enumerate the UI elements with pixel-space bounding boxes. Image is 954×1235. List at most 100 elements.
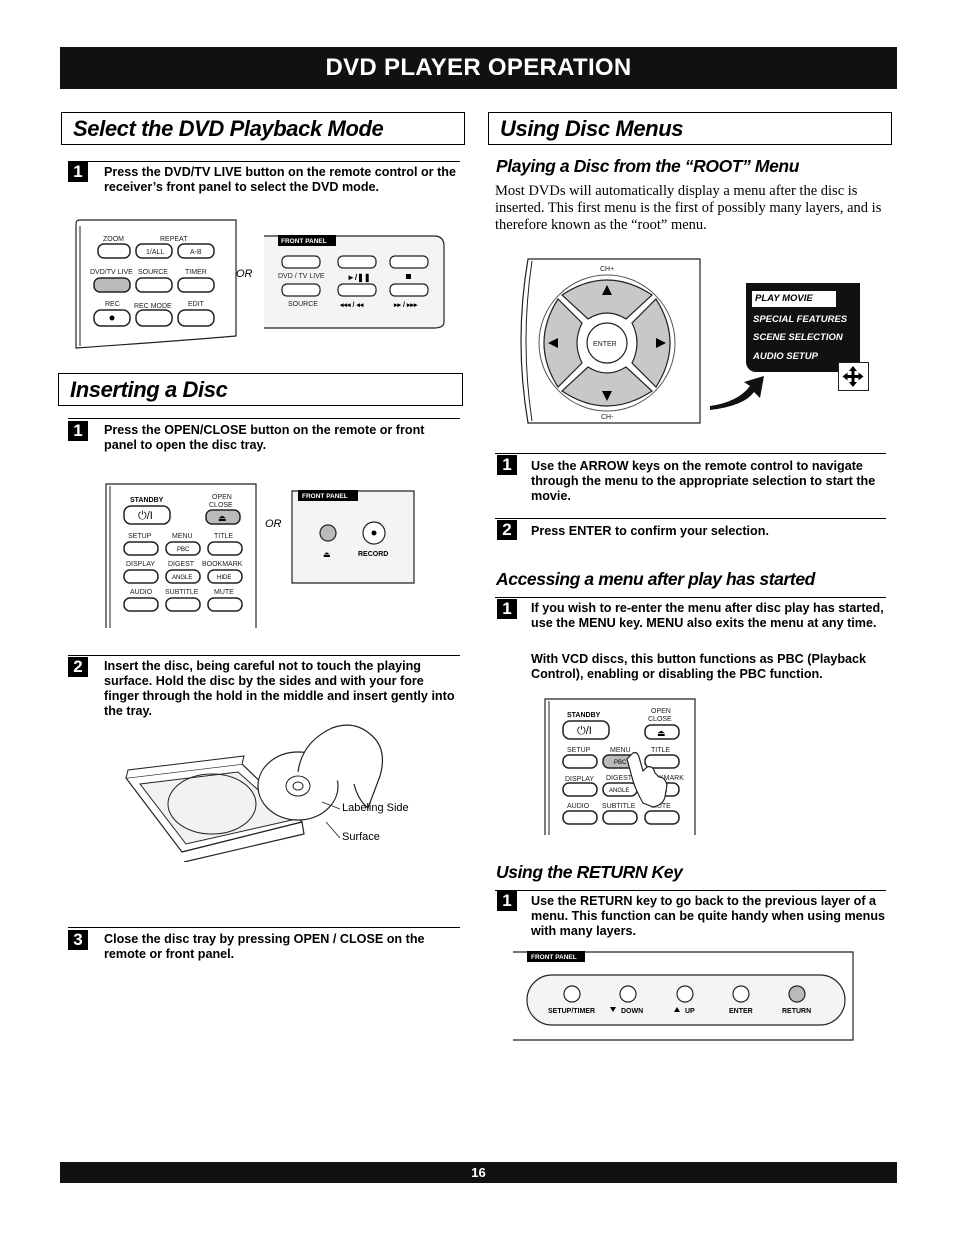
standby-label: STANDBY — [567, 712, 601, 719]
step-text: Press the DVD/TV LIVE button on the remo… — [104, 165, 456, 194]
subheading-root-menu: Playing a Disc from the “ROOT” Menu — [496, 156, 799, 176]
dvdtv-label: DVD/TV LIVE — [90, 269, 133, 276]
step-text: Use the ARROW keys on the remote control… — [531, 459, 876, 503]
mute-button — [207, 597, 243, 612]
bookmark-hide-button — [207, 569, 243, 584]
front-panel-tag — [278, 235, 336, 246]
up-triangle-icon — [674, 1007, 680, 1012]
menu-label: MENU — [172, 533, 193, 540]
power-icon: ⏻/I — [577, 725, 592, 737]
display-label: DISPLAY — [565, 776, 594, 783]
step-rule — [495, 453, 886, 454]
standby-button — [562, 720, 610, 740]
eject-icon: ⏏ — [657, 728, 666, 738]
up-label: UP — [685, 1008, 695, 1015]
step-text: Use the RETURN key to go back to the pre… — [531, 894, 886, 938]
front-panel-tag-text: FRONT PANEL — [302, 493, 348, 500]
stop-icon — [406, 274, 411, 279]
setup-button — [562, 754, 598, 769]
down-label: DOWN — [621, 1008, 643, 1015]
front-panel-tag — [298, 490, 358, 501]
right-arrow-icon — [656, 338, 666, 348]
section-select-mode: Select the DVD Playback Mode — [61, 112, 465, 145]
return-panel-button — [788, 985, 806, 1003]
audio-label: AUDIO — [567, 803, 590, 810]
enter-panel-button — [732, 985, 750, 1003]
front-panel-tag-text: FRONT PANEL — [281, 238, 327, 245]
recmode-label: REC MODE — [134, 303, 172, 310]
four-way-arrow-icon — [838, 362, 869, 391]
step-number: 1 — [68, 421, 88, 441]
left-arrow-icon — [548, 338, 558, 348]
step-rule — [68, 927, 460, 928]
menu-item-scene-selection: SCENE SELECTION — [753, 332, 843, 343]
all-label: 1/ALL — [146, 249, 164, 256]
arrow-up-button — [561, 279, 653, 320]
audio-button — [562, 810, 598, 825]
step-text-vcd: With VCD discs, this button functions as… — [531, 652, 867, 681]
menu-label: MENU — [610, 747, 631, 754]
step-text: Press the OPEN/CLOSE button on the remot… — [104, 423, 425, 452]
timer-label: TIMER — [185, 269, 207, 276]
record-dot-icon — [371, 530, 377, 536]
setup-button — [123, 541, 159, 556]
record-label: RECORD — [358, 551, 388, 558]
mute-label: MUTE — [651, 803, 671, 810]
step-text: Close the disc tray by pressing OPEN / C… — [104, 932, 425, 961]
panel-dvdtv-label: DVD / TV LIVE — [278, 273, 325, 280]
return-label: RETURN — [782, 1008, 811, 1015]
down-panel-button — [619, 985, 637, 1003]
step-number: 2 — [497, 520, 517, 540]
surface-label: Surface — [342, 831, 380, 843]
down-arrow-icon — [602, 391, 612, 401]
eject-icon: ⏏ — [218, 513, 227, 523]
front-panel-tag-text: FRONT PANEL — [531, 954, 577, 961]
play-pause-icon: ►/❚❚ — [347, 273, 371, 283]
audio-button — [123, 597, 159, 612]
front-panel-illustration: FRONT PANEL ⏏ RECORD — [291, 490, 415, 584]
close-label: CLOSE — [209, 502, 233, 509]
enter-button — [586, 322, 628, 364]
step-rule — [495, 518, 886, 519]
or-label: OR — [236, 268, 253, 280]
record-dot-icon — [109, 315, 115, 321]
panel-source-label: SOURCE — [288, 301, 318, 308]
navigation-pad-illustration: CH+ ENTER CH- — [520, 258, 701, 424]
power-icon: ⏻/I — [138, 510, 153, 522]
open-close-button — [205, 509, 241, 525]
open-close-panel-button — [319, 524, 337, 542]
open-label: OPEN — [651, 708, 671, 715]
setup-timer-panel-button — [563, 985, 581, 1003]
display-label: DISPLAY — [126, 561, 155, 568]
subtitle-button — [602, 810, 638, 825]
source-label: SOURCE — [138, 269, 168, 276]
labeling-side-label: Labeling Side — [342, 802, 409, 814]
step-number: 3 — [68, 930, 88, 950]
title-button — [644, 754, 680, 769]
ch-down-label: CH- — [601, 414, 614, 421]
disc-insertion-illustration — [124, 724, 383, 862]
setup-label: SETUP — [128, 533, 152, 540]
enter-label: ENTER — [593, 341, 617, 348]
page-title: DVD PLAYER OPERATION — [325, 54, 632, 81]
subtitle-label: SUBTITLE — [602, 803, 636, 810]
page-number: 16 — [471, 1165, 486, 1180]
page-footer: 16 — [60, 1162, 897, 1183]
standby-button — [123, 505, 171, 525]
up-panel-button — [676, 985, 694, 1003]
rec-label: REC — [105, 301, 120, 308]
front-panel-illustration: FRONT PANEL DVD / TV LIVE ►/❚❚ SOURCE ◂◂… — [264, 235, 445, 329]
section-disc-menus: Using Disc Menus — [488, 112, 892, 145]
arrow-down-button — [561, 366, 653, 407]
menu-item-play-movie: PLAY MOVIE — [752, 291, 836, 307]
menu-item-special-features: SPECIAL FEATURES — [753, 314, 848, 325]
prev-panel-button — [337, 283, 377, 297]
remote-control-illustration: ZOOM REPEAT 1/ALL A-B DVD/TV LIVE SOURCE… — [75, 219, 237, 349]
hand-icon — [297, 724, 383, 809]
subheading-after-play: Accessing a menu after play has started — [496, 569, 815, 589]
timer-button — [177, 277, 215, 293]
step-rule — [68, 418, 460, 419]
edit-label: EDIT — [188, 301, 205, 308]
enter-label: ENTER — [729, 1008, 753, 1015]
up-arrow-icon — [602, 285, 612, 295]
